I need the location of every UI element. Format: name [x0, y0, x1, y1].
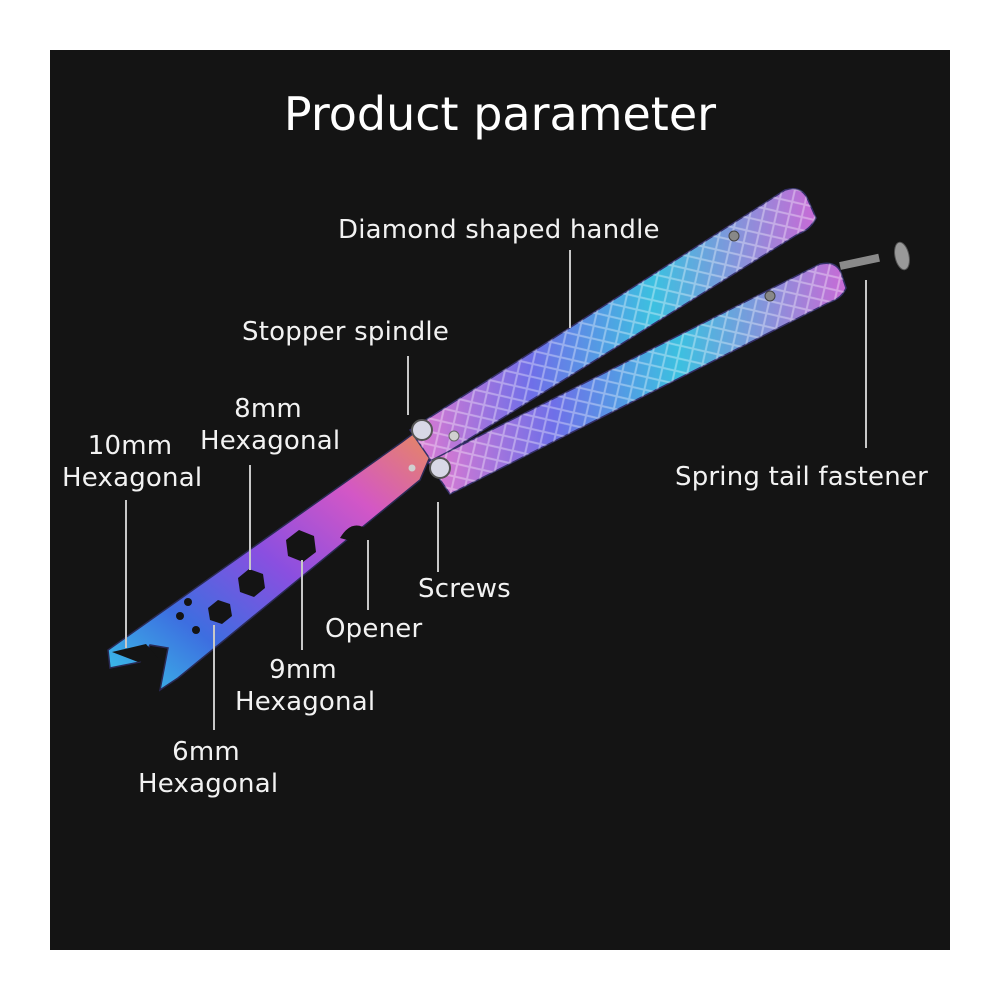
lower-handle	[426, 262, 847, 495]
hex-6mm-hole	[208, 600, 232, 624]
stopper-spindle	[448, 430, 460, 442]
spring-tail-fastener	[839, 241, 910, 271]
label-hex-9mm: 9mm Hexagonal	[235, 654, 376, 718]
label-hex-6mm: 6mm Hexagonal	[138, 736, 279, 800]
callout-lines	[125, 250, 867, 730]
hex-8mm-hole	[238, 569, 265, 597]
label-hex-8mm: 8mm Hexagonal	[200, 393, 341, 457]
hex-6mm-type: Hexagonal	[138, 769, 279, 799]
hex-9mm-size: 9mm	[269, 655, 337, 685]
hex-6mm-size: 6mm	[172, 737, 240, 767]
hex-9mm-type: Hexagonal	[235, 687, 376, 717]
hex-10mm-type: Hexagonal	[62, 463, 203, 493]
hex-9mm-hole	[286, 530, 316, 562]
label-stopper-spindle: Stopper spindle	[242, 317, 450, 347]
hex-10mm-size: 10mm	[87, 431, 173, 461]
hex-8mm-type: Hexagonal	[200, 426, 341, 456]
label-diamond-handle: Diamond shaped handle	[338, 215, 660, 245]
tool-illustration	[107, 188, 910, 730]
hex-8mm-size: 8mm	[234, 394, 302, 424]
label-spring-tail-fastener: Spring tail fastener	[675, 462, 928, 492]
hex-holes	[176, 530, 316, 634]
label-opener: Opener	[325, 614, 423, 644]
product-panel: Product parameter Diamond shaped handle …	[50, 50, 950, 950]
label-screws: Screws	[418, 574, 511, 604]
upper-handle	[408, 188, 817, 464]
label-hex-10mm: 10mm Hexagonal	[62, 430, 203, 494]
page-title: Product parameter	[283, 87, 717, 141]
